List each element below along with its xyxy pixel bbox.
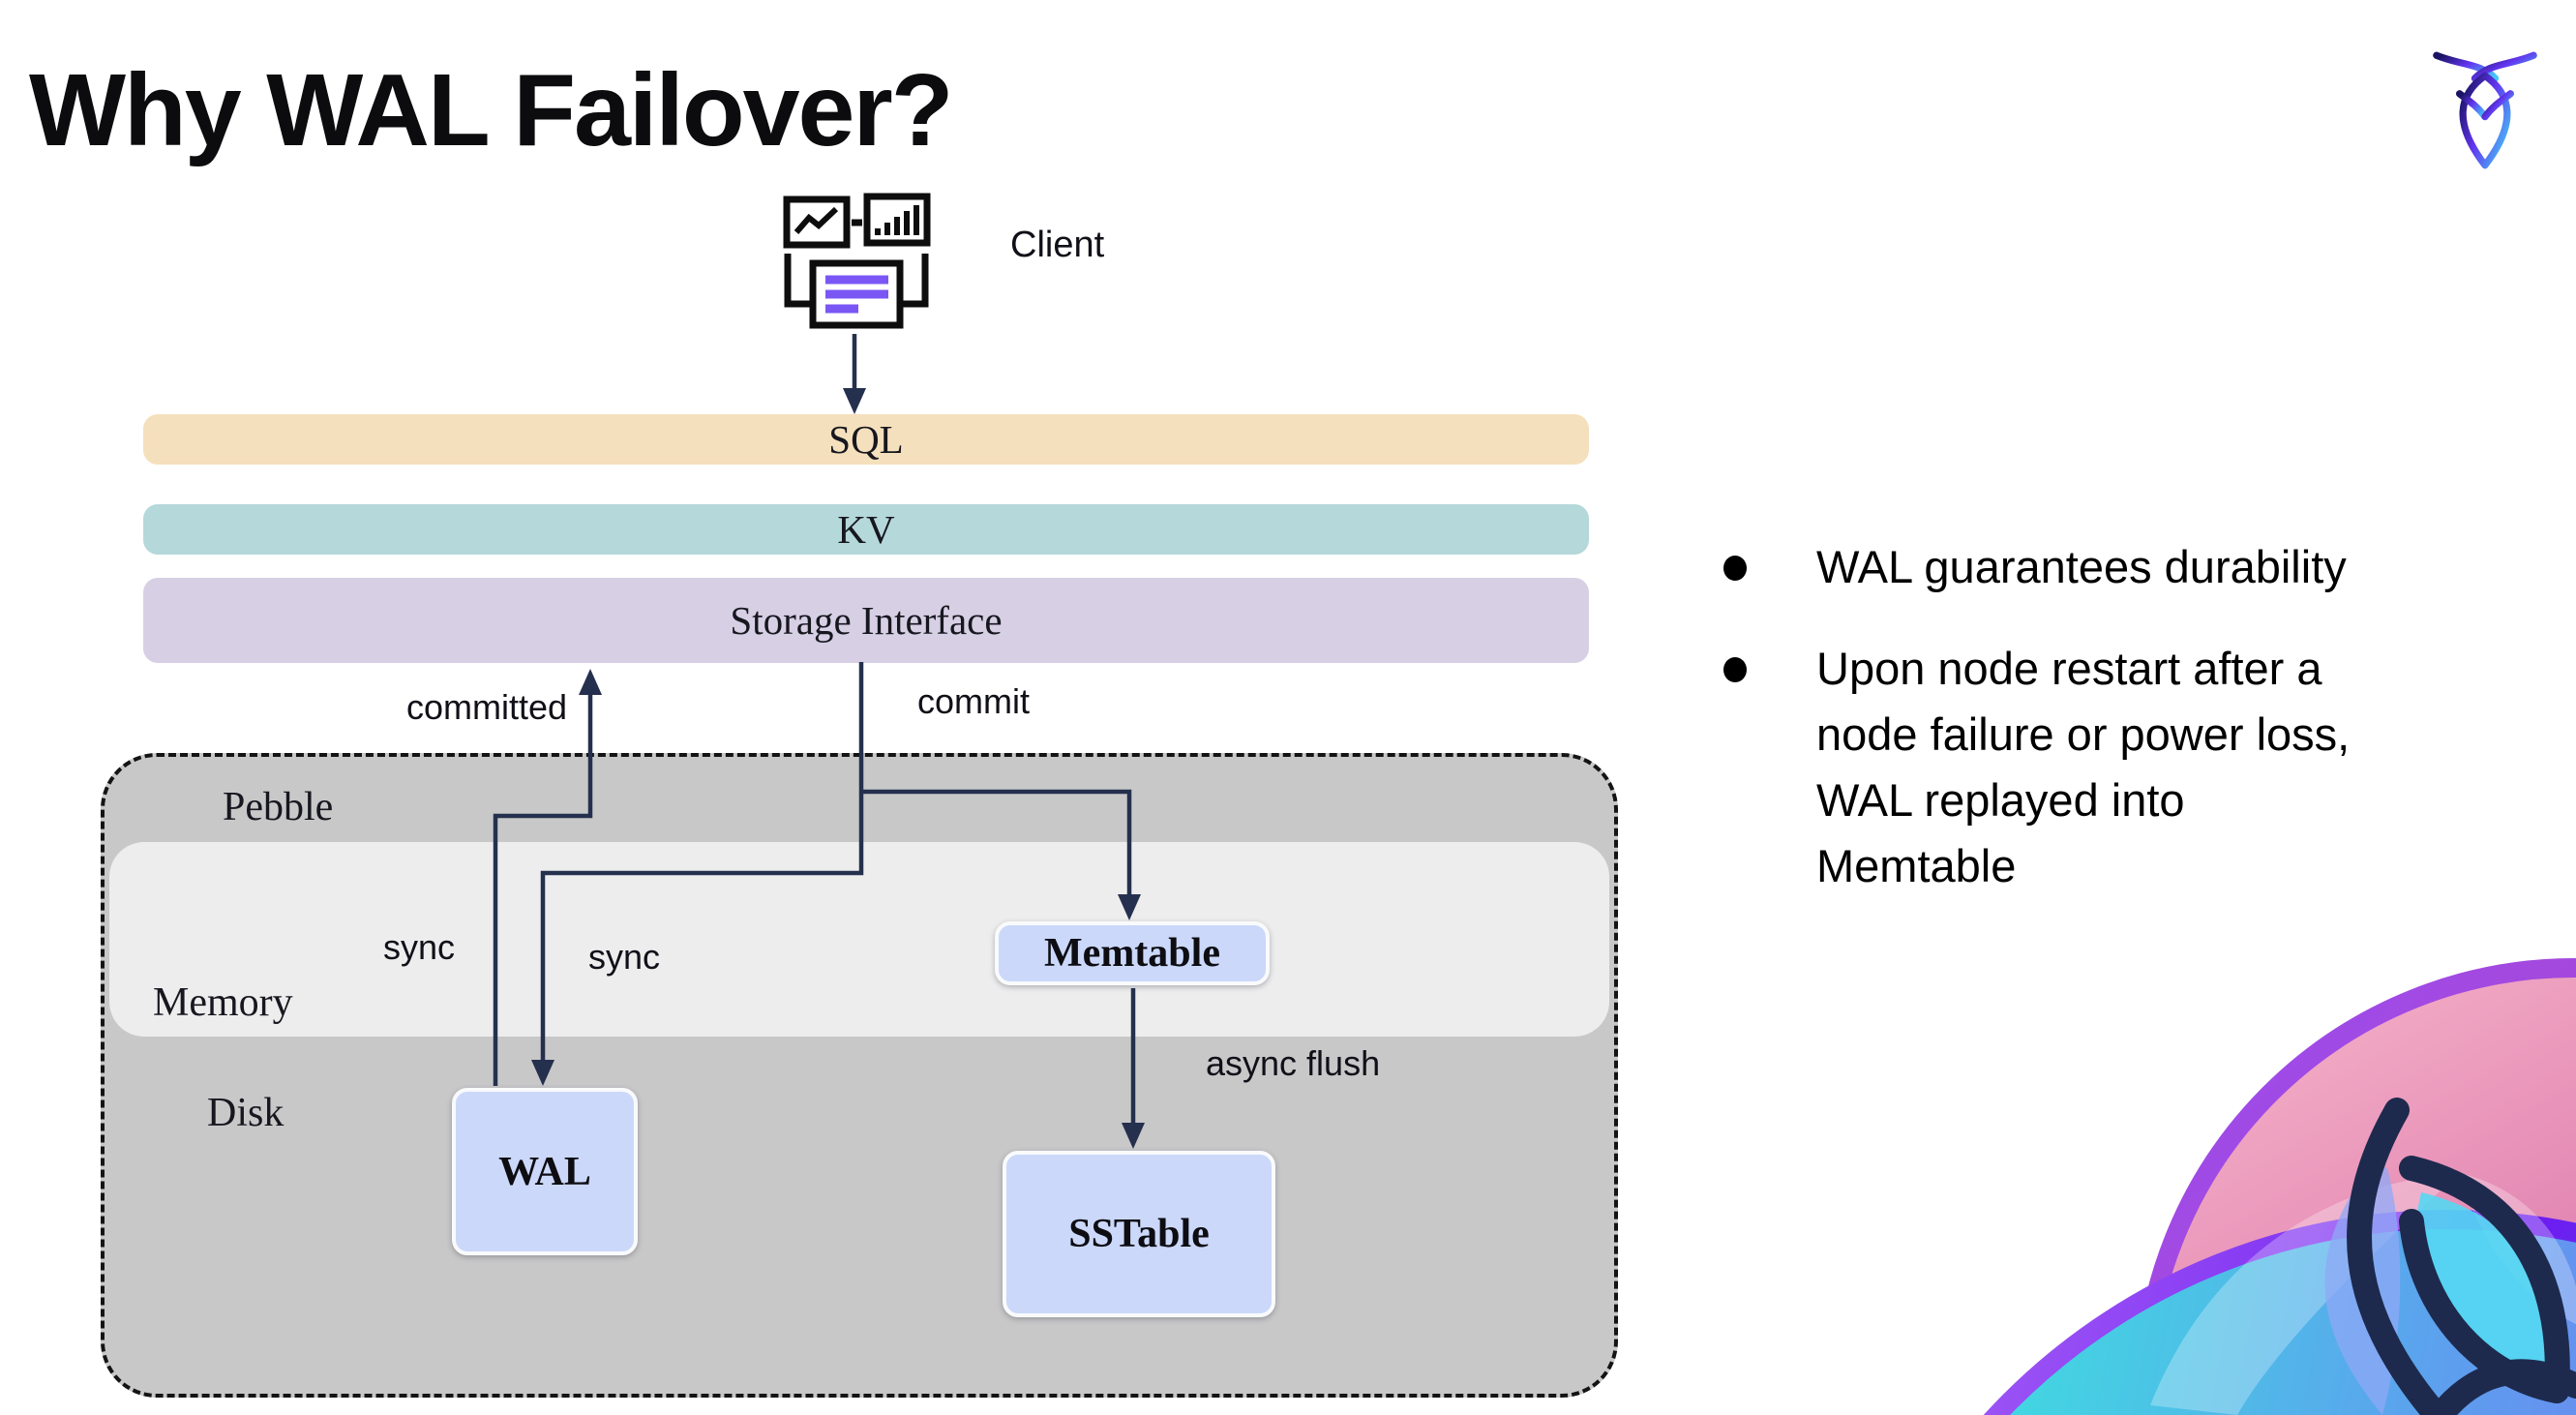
- edge-async-flush-label: async flush: [1206, 1043, 1381, 1083]
- brand-decoration-art: [1983, 958, 2576, 1415]
- layer-storage-interface-label: Storage Interface: [730, 598, 1003, 643]
- note-durability: WAL guarantees durability: [1713, 534, 2390, 600]
- edge-sync-right-label: sync: [588, 937, 661, 977]
- arrowhead-into-sql: [843, 388, 866, 414]
- arrowhead-into-storage: [579, 669, 602, 695]
- memtable-node: Memtable: [995, 921, 1270, 985]
- notes-list: WAL guarantees durability Upon node rest…: [1713, 534, 2390, 899]
- layer-sql: SQL: [143, 414, 1589, 465]
- edge-committed-label: committed: [406, 687, 568, 727]
- client-label: Client: [1010, 225, 1105, 265]
- layer-kv: KV: [143, 504, 1589, 555]
- page-title: Why WAL Failover?: [29, 53, 953, 167]
- cockroachdb-logo-icon: [2433, 51, 2537, 169]
- edge-sync-left-label: sync: [383, 927, 456, 967]
- layer-storage-interface: Storage Interface: [143, 578, 1589, 663]
- memtable-label: Memtable: [1044, 931, 1220, 976]
- memory-label: Memory: [153, 980, 293, 1025]
- pebble-label: Pebble: [223, 785, 334, 829]
- wal-node: WAL: [452, 1088, 638, 1255]
- disk-label: Disk: [207, 1091, 285, 1135]
- sstable-node: SSTable: [1003, 1151, 1275, 1317]
- wal-label: WAL: [498, 1149, 591, 1194]
- client-icon: [783, 193, 931, 329]
- sstable-label: SSTable: [1068, 1212, 1210, 1256]
- layer-kv-label: KV: [837, 507, 895, 552]
- edge-commit-label: commit: [917, 681, 1030, 721]
- note-replay: Upon node restart after a node failure o…: [1713, 636, 2390, 899]
- layer-sql-label: SQL: [828, 417, 904, 462]
- memory-region: [109, 842, 1609, 1037]
